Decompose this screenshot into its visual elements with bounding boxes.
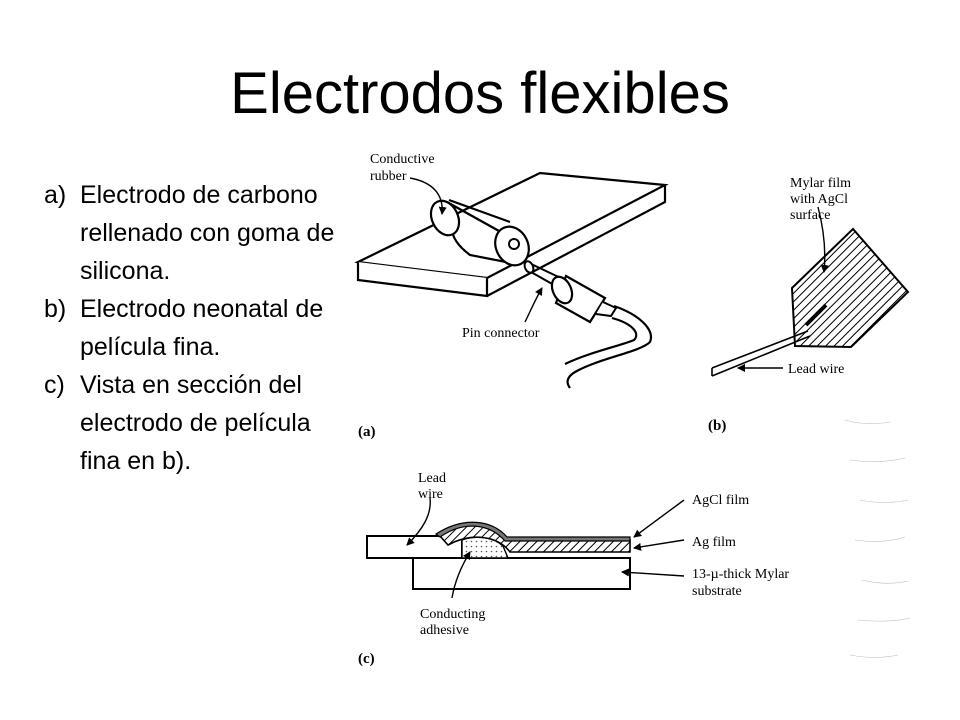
panel-tag-b: (b)	[708, 418, 726, 434]
label-adhesive: adhesive	[420, 623, 469, 638]
slide-title: Electrodos flexibles	[230, 61, 730, 126]
label-conducting: Conducting	[420, 607, 485, 622]
bullet-marker: a)	[44, 181, 67, 209]
label-substrate: substrate	[692, 584, 742, 599]
bullet-item-c: c) Vista en sección del electrodo de pel…	[44, 366, 344, 480]
bullet-text: Electrodo de carbono rellenado con goma …	[80, 181, 335, 285]
panel-b-diagram	[711, 206, 910, 377]
bullet-item-b: b) Electrodo neonatal de película fina.	[44, 290, 344, 366]
label-ag-film: Ag film	[692, 535, 736, 550]
label-mylar-thick: 13-µ-thick Mylar	[692, 567, 789, 582]
panel-tag-c: (c)	[358, 651, 375, 667]
label-wire-c: wire	[418, 487, 443, 502]
label-lead-c: Lead	[418, 471, 446, 486]
panel-a-diagram	[354, 171, 669, 389]
bullet-marker: c)	[44, 371, 65, 399]
bullet-text: Vista en sección del electrodo de pelícu…	[80, 371, 311, 475]
bullet-item-a: a) Electrodo de carbono rellenado con go…	[44, 176, 344, 290]
label-surface: surface	[790, 208, 830, 223]
label-conductive: Conductive	[370, 152, 435, 167]
bullet-list: a) Electrodo de carbono rellenado con go…	[44, 176, 344, 480]
label-lead-wire-b: Lead wire	[788, 362, 844, 377]
bullet-marker: b)	[44, 295, 67, 323]
label-pin-connector: Pin connector	[462, 326, 540, 341]
label-agcl-film: AgCl film	[692, 493, 749, 508]
label-with-agcl: with AgCl	[790, 192, 848, 207]
panel-c-diagram	[366, 497, 685, 599]
label-mylar-film: Mylar film	[790, 176, 851, 191]
panel-tag-a: (a)	[358, 424, 376, 440]
bullet-text: Electrodo neonatal de película fina.	[80, 295, 324, 361]
label-rubber: rubber	[370, 169, 407, 184]
scan-artifacts	[844, 419, 911, 658]
